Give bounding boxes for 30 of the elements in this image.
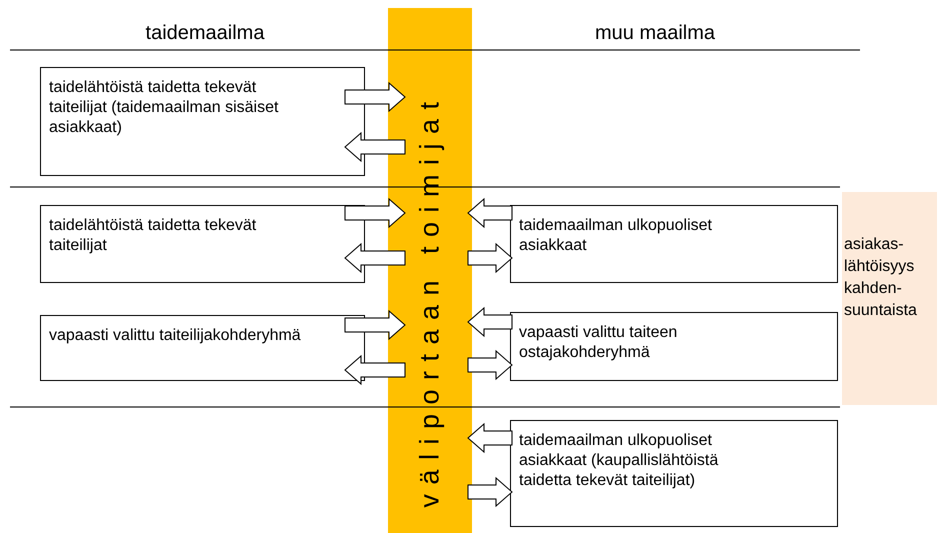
block-arrow (344, 132, 406, 162)
block-arrow (468, 242, 513, 274)
column-heading: taidemaailma (146, 22, 264, 45)
column-heading: muu maailma (594, 22, 716, 45)
box-text: taidemaailman ulkopuoliset asiakkaat (519, 216, 713, 256)
text-box (40, 67, 365, 176)
box-text: vapaasti valittu taiteilijakohderyhmä (49, 326, 302, 346)
box-text: vapaasti valittu taiteen ostajakohderyhmä (519, 323, 678, 363)
block-arrow (344, 354, 406, 386)
block-arrow (467, 198, 512, 228)
box-text: taidelähtöistä taidetta tekevät taiteilijat (taidemaailman sisäiset asiakkaat) (49, 78, 280, 138)
block-arrow (344, 198, 406, 228)
text-box (40, 205, 365, 283)
block-arrow (468, 476, 513, 508)
block-arrow (468, 350, 513, 380)
vertical-band (388, 8, 472, 533)
text-box (40, 315, 365, 381)
box-text: taidelähtöistä taidetta tekevät taiteilijat (49, 216, 258, 256)
block-arrow (467, 306, 512, 338)
block-arrow (344, 310, 406, 340)
block-arrow (467, 422, 512, 454)
text-box (510, 420, 838, 527)
shaded-panel (842, 192, 937, 405)
block-arrow (344, 242, 406, 274)
panel-text: asiakas- lähtöisyys kahden- suuntaista (844, 235, 918, 321)
block-arrow (344, 82, 406, 112)
band-title: väliportaan toimijat (414, 92, 446, 508)
text-box (510, 312, 838, 381)
text-box (510, 205, 838, 283)
box-text: taidemaailman ulkopuoliset asiakkaat (kaupallislähtöistä taidetta tekevät taiteilijat) (519, 431, 720, 491)
